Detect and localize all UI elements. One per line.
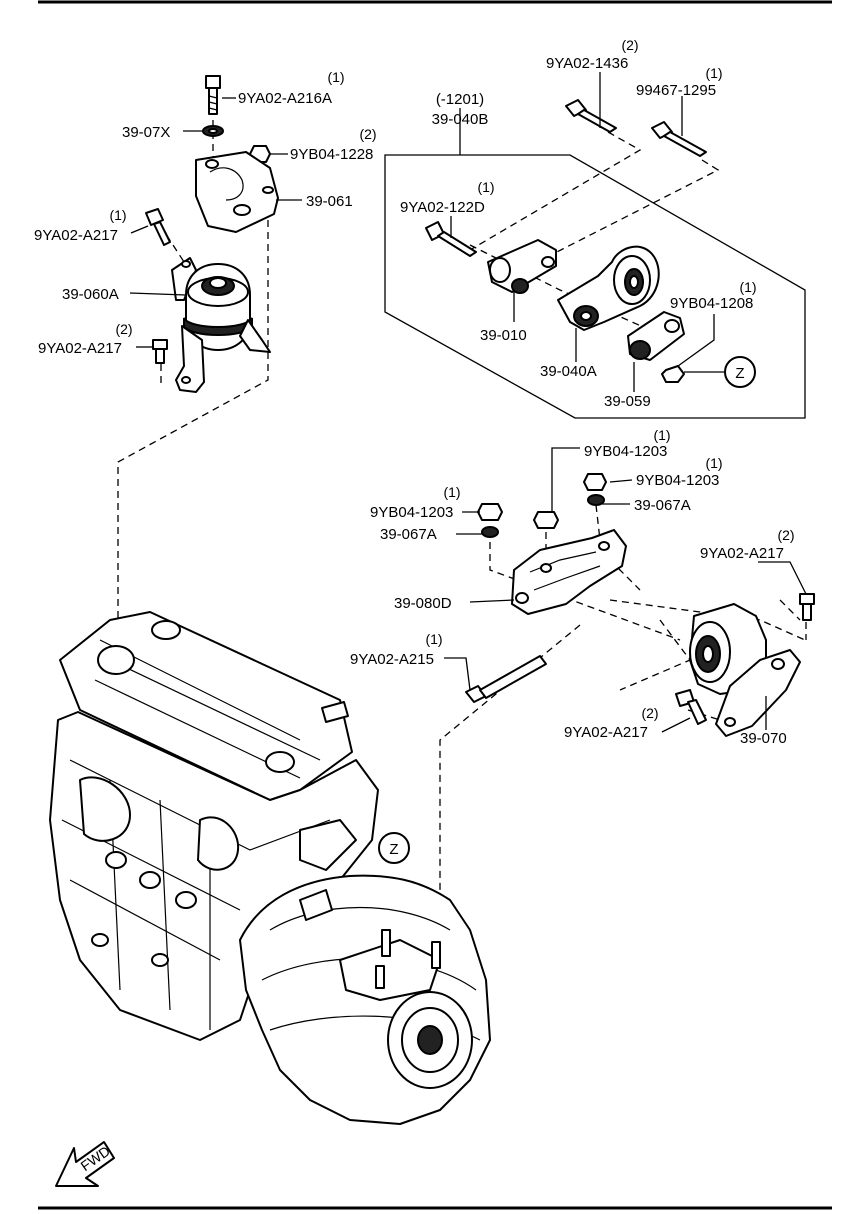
callout-part: 9YA02-A217 [34, 227, 118, 244]
callout-qty: (2) [641, 705, 658, 721]
callout-part: 39-067A [380, 526, 437, 543]
callout-part: 39-059 [604, 393, 651, 410]
washer-icon [587, 494, 605, 506]
callout-qty: (1) [477, 179, 494, 195]
transmission-mount-icon [689, 603, 801, 737]
callout-part: 39-061 [306, 193, 353, 210]
callout-part: 9YA02-A217 [700, 545, 784, 562]
callout-part: 39-070 [740, 730, 787, 747]
callout-qty: (1) [705, 65, 722, 81]
washer-icon [481, 526, 499, 538]
engine-block-illustration [49, 611, 491, 1125]
callout-qty: (1) [653, 427, 670, 443]
bolt-icon [145, 208, 171, 246]
center-bracket-assembly [465, 473, 627, 703]
bolt-icon [651, 121, 707, 157]
callout-part: 9YA02-1436 [546, 55, 628, 72]
callout-qty: (2) [777, 527, 794, 543]
inset-frame [384, 154, 806, 419]
callout-part: 39-080D [394, 595, 452, 612]
nut-icon [477, 503, 503, 521]
nut-icon [583, 473, 607, 491]
callout-qty: (1) [739, 279, 756, 295]
leader-lines [129, 72, 807, 733]
link-bracket-icon [627, 311, 685, 361]
bolt-icon [675, 689, 707, 725]
callout-part: 39-07X [122, 124, 170, 141]
torque-link-icon [557, 245, 660, 331]
callout-part: 39-040A [540, 363, 597, 380]
transmission-mount-assembly [675, 593, 815, 737]
callout-part: 99467-1295 [636, 82, 716, 99]
stud-icon [375, 929, 441, 989]
callout-qty: (2) [115, 321, 132, 337]
callout-qty: (-1201) [436, 91, 484, 108]
bushing-icon [487, 239, 557, 294]
long-bolt-icon [465, 655, 547, 703]
callout-part: 9YB04-1208 [670, 295, 753, 312]
bolt-icon [425, 221, 477, 257]
callout-qty: (1) [443, 484, 460, 500]
ref-marker-inset: Z [724, 356, 756, 388]
callout-qty: (2) [359, 126, 376, 142]
inset-parts [425, 99, 707, 383]
ref-marker-engine: Z [378, 832, 410, 864]
callout-part: 39-010 [480, 327, 527, 344]
svg-text:Z: Z [389, 841, 398, 858]
callout-qty: (1) [705, 455, 722, 471]
upper-mount-assembly [145, 75, 279, 393]
engine-mount-icon [171, 257, 271, 393]
callout-part: 39-067A [634, 497, 691, 514]
callout-part: 9YA02-A217 [564, 724, 648, 741]
callout-part: 39-060A [62, 286, 119, 303]
nut-icon [533, 511, 559, 529]
callout-part: 9YB04-1203 [584, 443, 667, 460]
callout-part: 39-040B [432, 111, 489, 128]
callout-qty: (1) [109, 207, 126, 223]
callout-qty: (1) [425, 631, 442, 647]
bracket-icon [195, 151, 279, 233]
fwd-arrow-icon: FWD [55, 1141, 115, 1187]
bolt-icon [152, 339, 168, 364]
bolt-icon [565, 99, 617, 133]
bolt-icon [799, 593, 815, 621]
callout-qty: (1) [327, 69, 344, 85]
callout-labels: (1) 9YA02-A216A 39-07X (2) 9YB04-1228 39… [34, 37, 795, 747]
nut-icon [661, 365, 685, 383]
callout-part: 9YA02-A215 [350, 651, 434, 668]
callout-part: 9YA02-122D [400, 199, 485, 216]
callout-part: 9YA02-A217 [38, 340, 122, 357]
callout-qty: (2) [621, 37, 638, 53]
mount-bracket-icon [511, 529, 627, 615]
callout-part: 9YB04-1228 [290, 146, 373, 163]
callout-part: 9YB04-1203 [636, 472, 719, 489]
callout-part: 9YB04-1203 [370, 504, 453, 521]
callout-part: 9YA02-A216A [238, 90, 332, 107]
bolt-icon [205, 75, 221, 115]
svg-text:Z: Z [735, 365, 744, 382]
